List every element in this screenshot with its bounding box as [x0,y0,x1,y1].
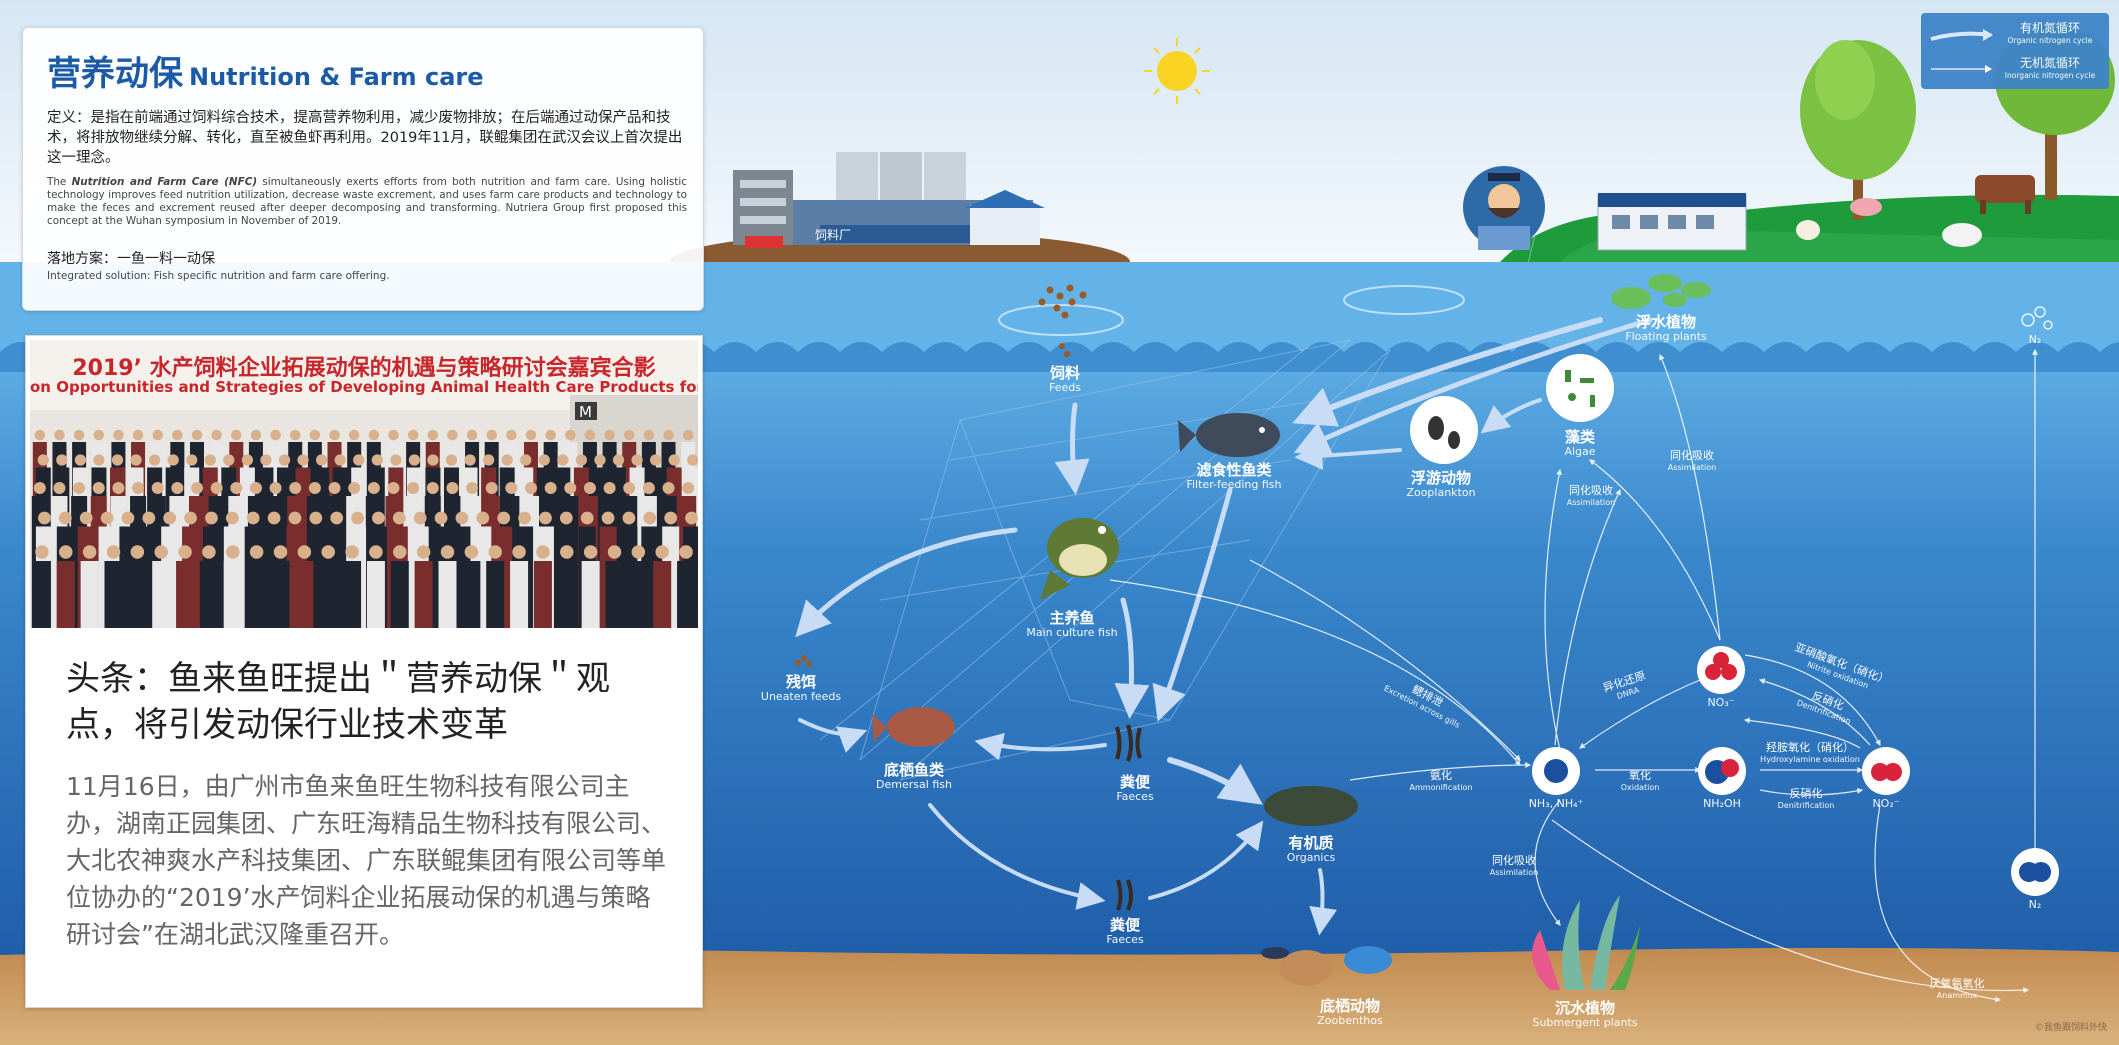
uneaten-feeds-icon [795,655,812,667]
node-no2: NO₂⁻ [1872,797,1900,810]
factory-sign: 饲料厂 [815,228,851,242]
zooplankton-icon [1410,396,1478,464]
definition-en: The Nutrition and Farm Care (NFC) simult… [47,176,687,227]
group-photo-image: M [30,340,698,628]
group-photo: M 2019’ 水产饲料企业拓展动保的机遇与策略研讨会嘉宾合影 on Oppor… [30,340,698,628]
info-title-cn: 营养动保 [47,54,183,94]
node-n2-bottom: N₂ [2028,898,2042,911]
solution-en: Integrated solution: Fish specific nutri… [47,270,390,282]
photo-caption-en: on Opportunities and Strategies of Devel… [30,378,698,396]
node-nh3: NH₃, NH₄⁺ [1528,797,1584,810]
organic-cycle-arrows [795,317,1653,936]
zoobenthos-icon [1261,946,1392,986]
submergent-plants-icon [1532,895,1640,990]
process-hydroxylamine-oxidation: 羟胺氧化（硝化）Hydroxylamine oxidation [1760,741,1860,764]
sun-icon [1144,38,1210,104]
no3-molecule-icon [1697,646,1745,694]
definition-cn: 定义：是指在前端通过饲料综合技术，提高营养物利用，减少废物排放；在后端通过动保产… [47,110,683,166]
demersal-fish-icon [872,707,955,747]
main-culture-fish-icon [1040,518,1119,600]
nh2oh-molecule-icon [1698,747,1746,795]
n2-molecule-icon [2011,848,2059,896]
no2-molecule-icon [1862,747,1910,795]
nh3-molecule-icon [1532,747,1580,795]
inorganic-cycle-arrows [1109,348,2038,1003]
organics-icon [1264,786,1358,826]
info-title-en: Nutrition & Farm care [189,63,484,91]
algae-icon [1546,354,1614,422]
feed-ripple [998,304,1124,336]
watermark: ©我鱼跟饲料外快 [2034,1023,2107,1033]
news-card[interactable]: M 2019’ 水产饲料企业拓展动保的机遇与策略研讨会嘉宾合影 on Oppor… [25,335,703,1008]
n2-bubbles-icon [2021,306,2053,330]
faeces-icon-2 [1116,879,1133,911]
fisherman-avatar [1463,166,1545,401]
solution-cn: 落地方案：一鱼一料一动保 [47,251,215,267]
news-headline[interactable]: 头条：鱼来鱼旺提出＂营养动保＂观点，将引发动保行业技术变革 [66,659,610,745]
legend-arrows-icon [1930,29,1993,73]
floating-plants-icon [1611,274,1711,309]
filter-feeding-fish-icon [1178,413,1280,457]
fish-cage-net [819,339,1391,781]
node-n2-top: N₂ [2028,333,2042,346]
node-nh2oh: NH₂OH [1703,797,1741,810]
news-body: 11月16日，由广州市鱼来鱼旺生物科技有限公司主办，湖南正园集团、广东旺海精品生… [66,772,667,949]
photo-caption-cn: 2019’ 水产饲料企业拓展动保的机遇与策略研讨会嘉宾合影 [72,356,656,381]
node-no3: NO₃⁻ [1707,696,1735,709]
photo-banner-letter: M [579,403,592,421]
feed-pellets-icon [1038,284,1087,357]
faeces-icon-1 [1115,724,1142,762]
surface-ripple [1343,285,1465,315]
